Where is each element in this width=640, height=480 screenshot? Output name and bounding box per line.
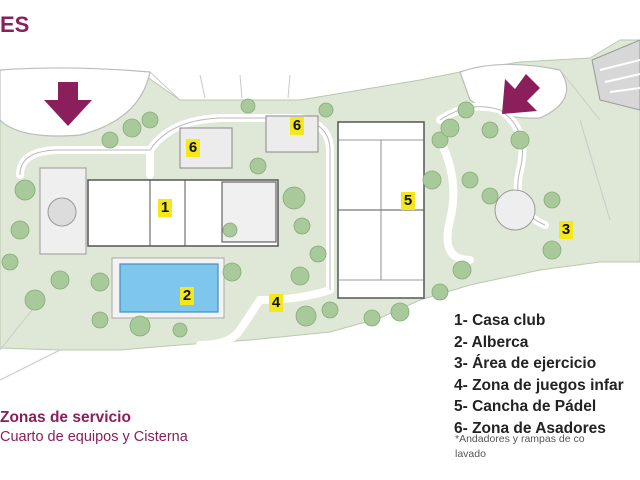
trees	[1, 98, 562, 338]
pool	[119, 263, 219, 313]
marker-alberca: 2	[180, 287, 194, 305]
entrance-arrow-left-icon	[44, 82, 92, 126]
marker-asadores-right: 6	[290, 117, 304, 135]
marker-casa-club: 1	[158, 199, 172, 217]
marker-area-ejercicio: 3	[559, 221, 573, 239]
legend-item-zona-asadores: 6- Zona de Asadores	[454, 419, 606, 437]
footnote-line-1: *Andadores y rampas de co	[455, 433, 585, 445]
page-title: ES	[0, 12, 30, 37]
fountain	[47, 197, 77, 227]
service-zones-subtitle: Cuarto de equipos y Cisterna	[0, 429, 188, 445]
legend: 1- Casa club 2- Alberca 3- Área de ejerc…	[454, 310, 640, 439]
exercise-area	[494, 189, 536, 231]
marker-asadores-left: 6	[186, 139, 200, 157]
legend-item-zona-juegos: 4- Zona de juegos infar	[454, 376, 624, 394]
legend-item-alberca: 2- Alberca	[454, 333, 529, 351]
marker-zona-juegos: 4	[269, 294, 283, 312]
footnote-line-2: lavado	[455, 448, 486, 460]
legend-item-casa-club: 1- Casa club	[454, 312, 546, 329]
entrance-arrow-right-icon	[502, 74, 540, 114]
site-boundary-lines	[0, 69, 611, 381]
legend-item-cancha-padel: 5- Cancha de Pádel	[454, 398, 597, 415]
map-inset-detail	[599, 59, 640, 93]
service-zones-title: Zonas de servicio	[0, 409, 131, 426]
map-inset	[591, 39, 640, 111]
footnote: *Andadores y rampas de co lavado	[455, 432, 640, 462]
legend-item-area-ejercicio: 3- Área de ejercicio	[454, 355, 597, 372]
marker-cancha-padel: 5	[401, 192, 415, 210]
